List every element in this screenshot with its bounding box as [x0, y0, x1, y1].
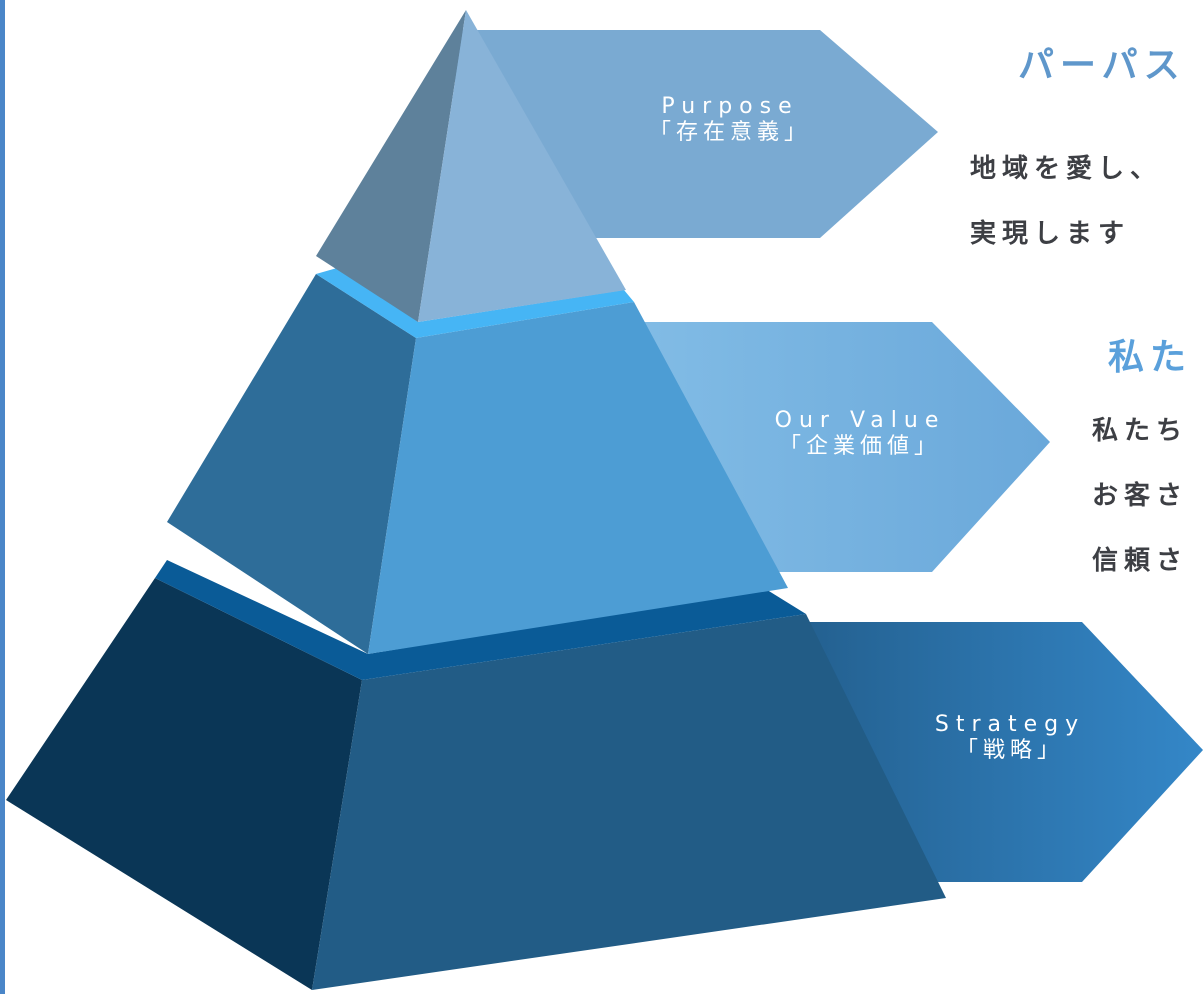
left-accent-bar	[0, 0, 5, 994]
value-label-en: Our Value	[774, 408, 946, 433]
purpose-heading: パーパス	[1018, 45, 1186, 86]
purpose-body-line-1: 地域を愛し、	[970, 154, 1163, 184]
purpose-arrow	[455, 30, 938, 238]
purpose-tier-right-face	[418, 10, 626, 322]
value-label-ja: 「企業価値」	[778, 434, 941, 460]
purpose-label-en: Purpose	[661, 94, 799, 119]
purpose-tier-left-face	[316, 10, 466, 322]
value-tier-left-face	[167, 274, 416, 654]
value-heading: 私た	[1108, 337, 1193, 378]
value-body-line-1: 私たち	[1092, 416, 1189, 446]
strategy-label-ja: 「戦略」	[955, 738, 1064, 764]
strategy-tier-left-face	[6, 578, 362, 990]
purpose-body-line-2: 実現します	[970, 219, 1131, 249]
strategy-tier-right-face	[312, 614, 946, 990]
strategy-tier-ledge	[155, 560, 806, 680]
strategy-label-en: Strategy	[934, 712, 1086, 737]
strategy-arrow-label: Strategy 「戦略」	[880, 712, 1140, 765]
value-body-line-3: 信頼さ	[1092, 546, 1189, 576]
value-tier-ledge	[316, 266, 634, 338]
value-tier-right-face	[368, 302, 788, 654]
purpose-arrow-label: Purpose 「存在意義」	[600, 94, 860, 147]
value-body-line-2: お客さ	[1092, 481, 1189, 511]
value-arrow-label: Our Value 「企業価値」	[730, 408, 990, 461]
purpose-label-ja: 「存在意義」	[648, 120, 811, 146]
